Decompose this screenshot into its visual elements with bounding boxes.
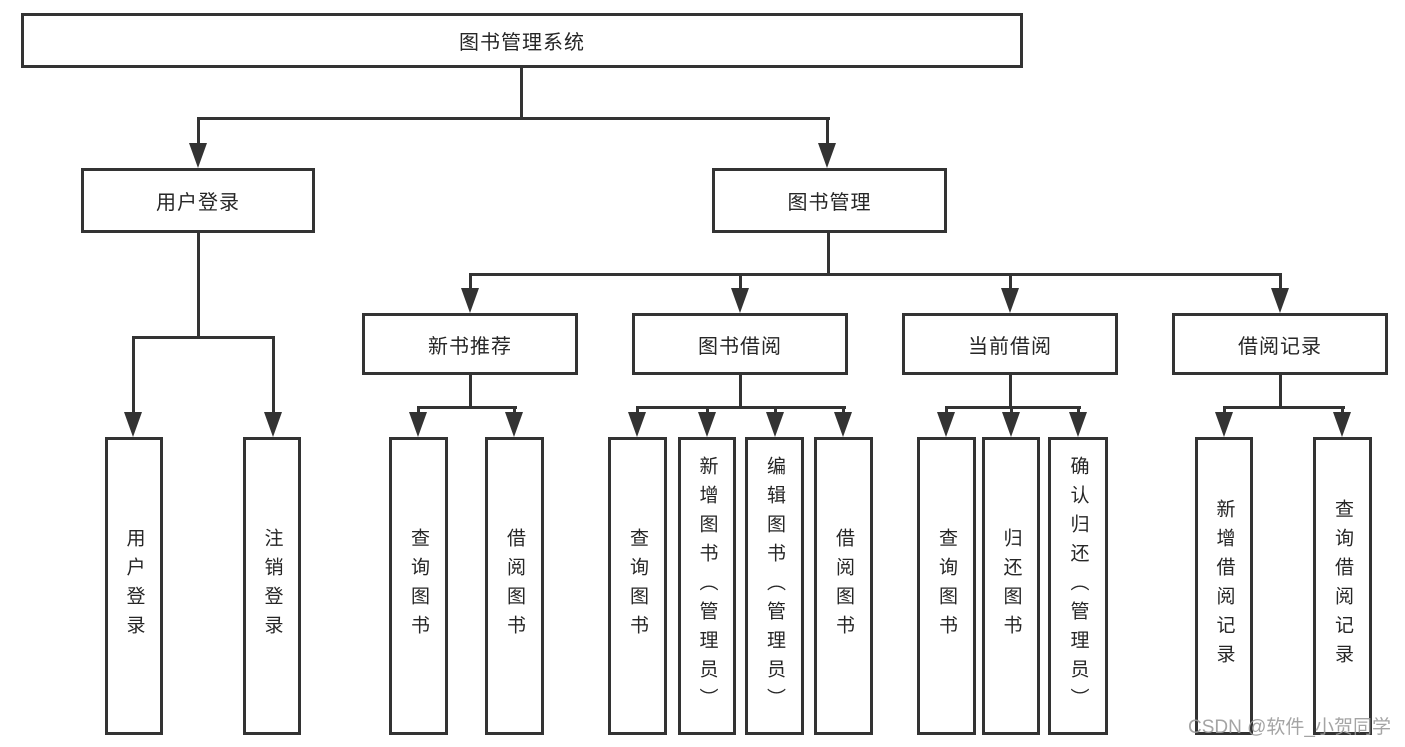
connector-level3-rail xyxy=(469,273,1282,276)
connector-book-mgmt-down xyxy=(827,233,830,276)
connector-level3-stem xyxy=(739,273,742,291)
node-borrow-records-label: 借阅记录 xyxy=(1238,335,1322,358)
node-new-book-recommend-label: 新书推荐 xyxy=(428,335,512,358)
connector-new-books-rail xyxy=(417,406,517,409)
csdn-watermark: CSDN @软件_小贺同学 xyxy=(1188,717,1391,738)
arrow-down-icon xyxy=(731,288,749,313)
connector-leaf-stem xyxy=(774,406,777,415)
leaf-newbooks-borrow-books: 借阅图书 xyxy=(485,437,544,735)
connector-level3-stem xyxy=(1009,273,1012,291)
connector-borrowing-down xyxy=(739,375,742,409)
leaf-user-login-label: 用户登录 xyxy=(123,528,145,644)
node-current-borrowing: 当前借阅 xyxy=(902,313,1118,375)
arrow-down-icon xyxy=(1215,412,1233,437)
leaf-current-query-books: 查询图书 xyxy=(917,437,976,735)
connector-user-login-rail xyxy=(132,336,275,339)
connector-new-books-down xyxy=(469,375,472,409)
leaf-logout: 注销登录 xyxy=(243,437,301,735)
connector-leaf-stem xyxy=(272,336,275,413)
arrow-down-icon xyxy=(1001,288,1019,313)
connector-root-stem xyxy=(520,68,523,118)
node-book-borrowing: 图书借阅 xyxy=(632,313,848,375)
node-book-management-label: 图书管理 xyxy=(787,192,872,214)
leaf-current-confirm-return-admin: 确认归还（管理员） xyxy=(1048,437,1108,735)
leaf-borrowing-query-books-label: 查询图书 xyxy=(627,528,648,644)
leaf-newbooks-query-books-label: 查询图书 xyxy=(408,528,429,644)
connector-level3-stem xyxy=(469,273,472,291)
arrow-down-icon xyxy=(461,288,479,313)
node-root: 图书管理系统 xyxy=(21,13,1023,68)
connector-leaf-stem xyxy=(513,406,516,415)
node-current-borrowing-label: 当前借阅 xyxy=(968,335,1052,358)
arrow-down-icon xyxy=(937,412,955,437)
connector-records-down xyxy=(1279,375,1282,409)
leaf-current-confirm-return-admin-label: 确认归还（管理员） xyxy=(1067,455,1089,717)
arrow-down-icon xyxy=(124,412,142,437)
connector-borrowing-rail xyxy=(636,406,846,409)
connector-leaf-stem xyxy=(945,406,948,415)
leaf-borrowing-edit-books-admin: 编辑图书（管理员） xyxy=(745,437,804,735)
leaf-records-add-record: 新增借阅记录 xyxy=(1195,437,1253,735)
connector-level3-stem xyxy=(1279,273,1282,291)
leaf-newbooks-borrow-books-label: 借阅图书 xyxy=(504,528,525,644)
leaf-borrowing-add-books-admin-label: 新增图书（管理员） xyxy=(696,455,718,717)
node-root-label: 图书管理系统 xyxy=(459,32,585,54)
leaf-borrowing-borrow-books-label: 借阅图书 xyxy=(833,528,854,644)
leaf-records-query-record: 查询借阅记录 xyxy=(1313,437,1372,735)
arrow-down-icon xyxy=(1002,412,1020,437)
leaf-records-query-record-label: 查询借阅记录 xyxy=(1332,499,1353,673)
connector-leaf-stem xyxy=(1010,406,1013,415)
arrow-down-icon xyxy=(1333,412,1351,437)
leaf-current-return-books-label: 归还图书 xyxy=(1000,528,1022,644)
connector-user-login-stem xyxy=(197,117,200,145)
connector-leaf-stem xyxy=(1341,406,1344,415)
connector-leaf-stem xyxy=(417,406,420,415)
leaf-user-login: 用户登录 xyxy=(105,437,163,735)
connector-leaf-stem xyxy=(636,406,639,415)
leaf-logout-label: 注销登录 xyxy=(261,528,283,644)
node-borrow-records: 借阅记录 xyxy=(1172,313,1388,375)
arrow-down-icon xyxy=(505,412,523,437)
leaf-borrowing-borrow-books: 借阅图书 xyxy=(814,437,873,735)
connector-current-down xyxy=(1009,375,1012,409)
leaf-borrowing-query-books: 查询图书 xyxy=(608,437,667,735)
arrow-down-icon xyxy=(409,412,427,437)
arrow-down-icon xyxy=(698,412,716,437)
connector-leaf-stem xyxy=(1077,406,1080,415)
connector-leaf-stem xyxy=(706,406,709,415)
node-book-borrowing-label: 图书借阅 xyxy=(698,335,782,358)
leaf-records-add-record-label: 新增借阅记录 xyxy=(1213,499,1235,673)
arrow-down-icon xyxy=(766,412,784,437)
node-new-book-recommend: 新书推荐 xyxy=(362,313,578,375)
node-user-login-label: 用户登录 xyxy=(156,192,240,214)
arrow-down-icon xyxy=(189,143,207,168)
connector-level2-rail xyxy=(197,117,830,120)
connector-leaf-stem xyxy=(842,406,845,415)
leaf-current-query-books-label: 查询图书 xyxy=(936,528,957,644)
node-user-login: 用户登录 xyxy=(81,168,315,233)
arrow-down-icon xyxy=(818,143,836,168)
arrow-down-icon xyxy=(834,412,852,437)
leaf-current-return-books: 归还图书 xyxy=(982,437,1040,735)
leaf-borrowing-add-books-admin: 新增图书（管理员） xyxy=(678,437,736,735)
arrow-down-icon xyxy=(628,412,646,437)
arrow-down-icon xyxy=(1271,288,1289,313)
leaf-newbooks-query-books: 查询图书 xyxy=(389,437,448,735)
connector-records-rail xyxy=(1223,406,1345,409)
leaf-borrowing-edit-books-admin-label: 编辑图书（管理员） xyxy=(764,455,785,717)
arrow-down-icon xyxy=(1069,412,1087,437)
node-book-management: 图书管理 xyxy=(712,168,947,233)
connector-user-login-down xyxy=(197,233,200,337)
connector-current-rail xyxy=(945,406,1081,409)
arrow-down-icon xyxy=(264,412,282,437)
connector-leaf-stem xyxy=(132,336,135,413)
connector-leaf-stem xyxy=(1223,406,1226,415)
connector-book-mgmt-stem xyxy=(826,117,829,145)
